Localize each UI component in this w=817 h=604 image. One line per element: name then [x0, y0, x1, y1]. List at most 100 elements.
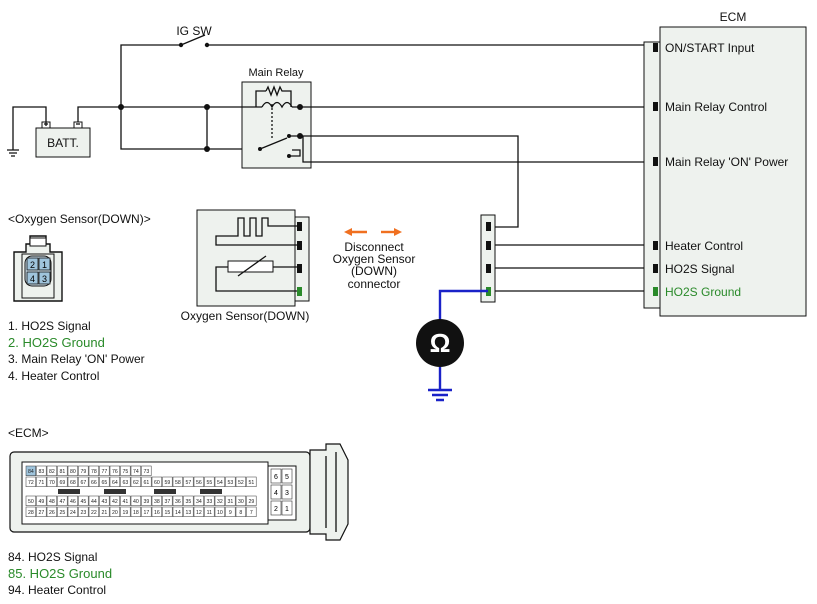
- ecm-pin-cell: [120, 476, 131, 487]
- ecm-pin-cell: [67, 465, 78, 476]
- ecm-pin-cell: [204, 495, 215, 506]
- ecm-side-pin-number: 6: [274, 474, 278, 481]
- ecm-pin-cell: [235, 495, 246, 506]
- ecm-pin-number: 76: [112, 469, 118, 475]
- sensor-pin-4: 4: [30, 274, 35, 284]
- ecm-pin-ho2s-ground: HO2S Ground: [665, 285, 741, 299]
- ecm-pin-cell: [99, 476, 110, 487]
- signal-wiring: [438, 214, 644, 320]
- ecm-pin-legend: 84. HO2S Signal 85. HO2S Ground 94. Heat…: [8, 549, 112, 599]
- ecm-pin-number: 49: [38, 499, 44, 505]
- ecm-pin-cell: [225, 495, 236, 506]
- ecm-pin-cell: [78, 495, 89, 506]
- sensor-legend-item-3: 3. Main Relay 'ON' Power: [8, 352, 145, 366]
- ecm-pin-cell: [246, 506, 257, 517]
- ecm-pin-cell: [36, 506, 47, 517]
- ecm-pin-cell: [99, 506, 110, 517]
- ecm-pin-number: 64: [112, 480, 118, 486]
- main-relay-label: Main Relay: [248, 67, 304, 79]
- ecm-pin-number: 7: [250, 510, 253, 516]
- ecm-pin-cell: [172, 476, 183, 487]
- ecm-pin-cell: [46, 495, 57, 506]
- ecm-pin-cell: [162, 495, 173, 506]
- ecm-pin-cell: [162, 506, 173, 517]
- ecm-connector-keys: [58, 489, 222, 494]
- ecm-pin-number: 39: [143, 499, 149, 505]
- sensor-pin-3: 3: [42, 274, 47, 284]
- ecm-pin-number: 27: [38, 510, 44, 516]
- ecm-pin-number: 67: [80, 480, 86, 486]
- ecm-pin-cell: [141, 465, 152, 476]
- ecm-pin-ho2s-signal: HO2S Signal: [665, 262, 734, 276]
- ecm-pin-number: 47: [59, 499, 65, 505]
- ecm-pin-cell: [214, 476, 225, 487]
- ecm-pin-number: 81: [59, 469, 65, 475]
- ecm-side-pin-number: 3: [285, 490, 289, 497]
- ecm-side-pin-number: 1: [285, 506, 289, 513]
- sensor-legend-item-1: 1. HO2S Signal: [8, 319, 91, 333]
- ecm-pin-cell: [99, 495, 110, 506]
- ecm-pin-cell: [25, 495, 36, 506]
- ecm-pin-number: 8: [239, 510, 242, 516]
- ecm-side-pin-number: 5: [285, 474, 289, 481]
- ecm-pin-cell: [225, 506, 236, 517]
- ecm-pin-cell: [57, 476, 68, 487]
- ig-sw-label: IG SW: [176, 24, 212, 38]
- ecm-pin-number: 14: [175, 510, 181, 516]
- ecm-pin-cell: [225, 476, 236, 487]
- ecm-pin-cell: [36, 495, 47, 506]
- ecm-pin-number: 56: [196, 480, 202, 486]
- ecm-pin-number: 41: [122, 499, 128, 505]
- ecm-pin-cell: [78, 476, 89, 487]
- sensor-pin-1: 1: [42, 260, 47, 270]
- ecm-pin-number: 55: [206, 480, 212, 486]
- ecm-pin-number: 12: [196, 510, 202, 516]
- battery-label: BATT.: [47, 136, 79, 150]
- ecm-side-pin-cell: [270, 500, 282, 516]
- ecm-side-pin-number: 2: [274, 506, 278, 513]
- instruction-line-4: connector: [348, 277, 401, 291]
- ecm-pin-cell: [235, 506, 246, 517]
- sensor-legend-item-4: 4. Heater Control: [8, 368, 100, 383]
- ecm-pin-number: 20: [112, 510, 118, 516]
- ecm-pin-cell: [172, 506, 183, 517]
- ecm-pin-cell: [78, 506, 89, 517]
- ecm-pin-cell: [214, 495, 225, 506]
- ecm-pin-number: 57: [185, 480, 191, 486]
- power-wiring: IG SW: [77, 24, 644, 152]
- ecm-pin-number: 10: [217, 510, 223, 516]
- ecm-connector-header: <ECM>: [8, 426, 49, 440]
- instruction-line-3: (DOWN): [351, 264, 397, 278]
- ecm-pin-cell: [88, 465, 99, 476]
- ecm-pin-cell: [57, 465, 68, 476]
- ecm-pin-cell: [67, 506, 78, 517]
- ecm-pin-main-relay-control: Main Relay Control: [665, 100, 767, 114]
- oxygen-sensor-pin-legend: 1. HO2S Signal 2. HO2S Ground 3. Main Re…: [8, 318, 145, 384]
- ecm-connector-key: [154, 489, 176, 494]
- ecm-pin-number: 26: [49, 510, 55, 516]
- instruction-line-2: Oxygen Sensor: [333, 252, 416, 266]
- ecm-pin-number: 31: [227, 499, 233, 505]
- ecm-pin-number: 33: [206, 499, 212, 505]
- ecm-pin-number: 24: [70, 510, 76, 516]
- ohm-symbol: Ω: [430, 328, 451, 358]
- ecm-pin-on-start-input: ON/START Input: [665, 41, 755, 55]
- ecm-pin-cell: [46, 506, 57, 517]
- ecm-pin-cell: [162, 476, 173, 487]
- ecm-pin-cell: [151, 495, 162, 506]
- ecm-pin-cell: [214, 506, 225, 517]
- ecm-pin-cell: [36, 465, 47, 476]
- ecm-pin-number: 70: [49, 480, 55, 486]
- ecm-pin-cell: [204, 476, 215, 487]
- ecm-pin-number: 63: [122, 480, 128, 486]
- ecm-side-pin-cell: [281, 484, 293, 500]
- ecm-pin-number: 80: [70, 469, 76, 475]
- oxygen-sensor-connector-face: 2 1 4 3: [13, 235, 63, 302]
- ecm-pin-cell: [36, 476, 47, 487]
- ecm-pin-number: 59: [164, 480, 170, 486]
- ecm-pin-cell: [246, 476, 257, 487]
- ecm-pin-cell: [109, 465, 120, 476]
- ecm-pin-cell: [120, 495, 131, 506]
- ecm-pin-number: 16: [154, 510, 160, 516]
